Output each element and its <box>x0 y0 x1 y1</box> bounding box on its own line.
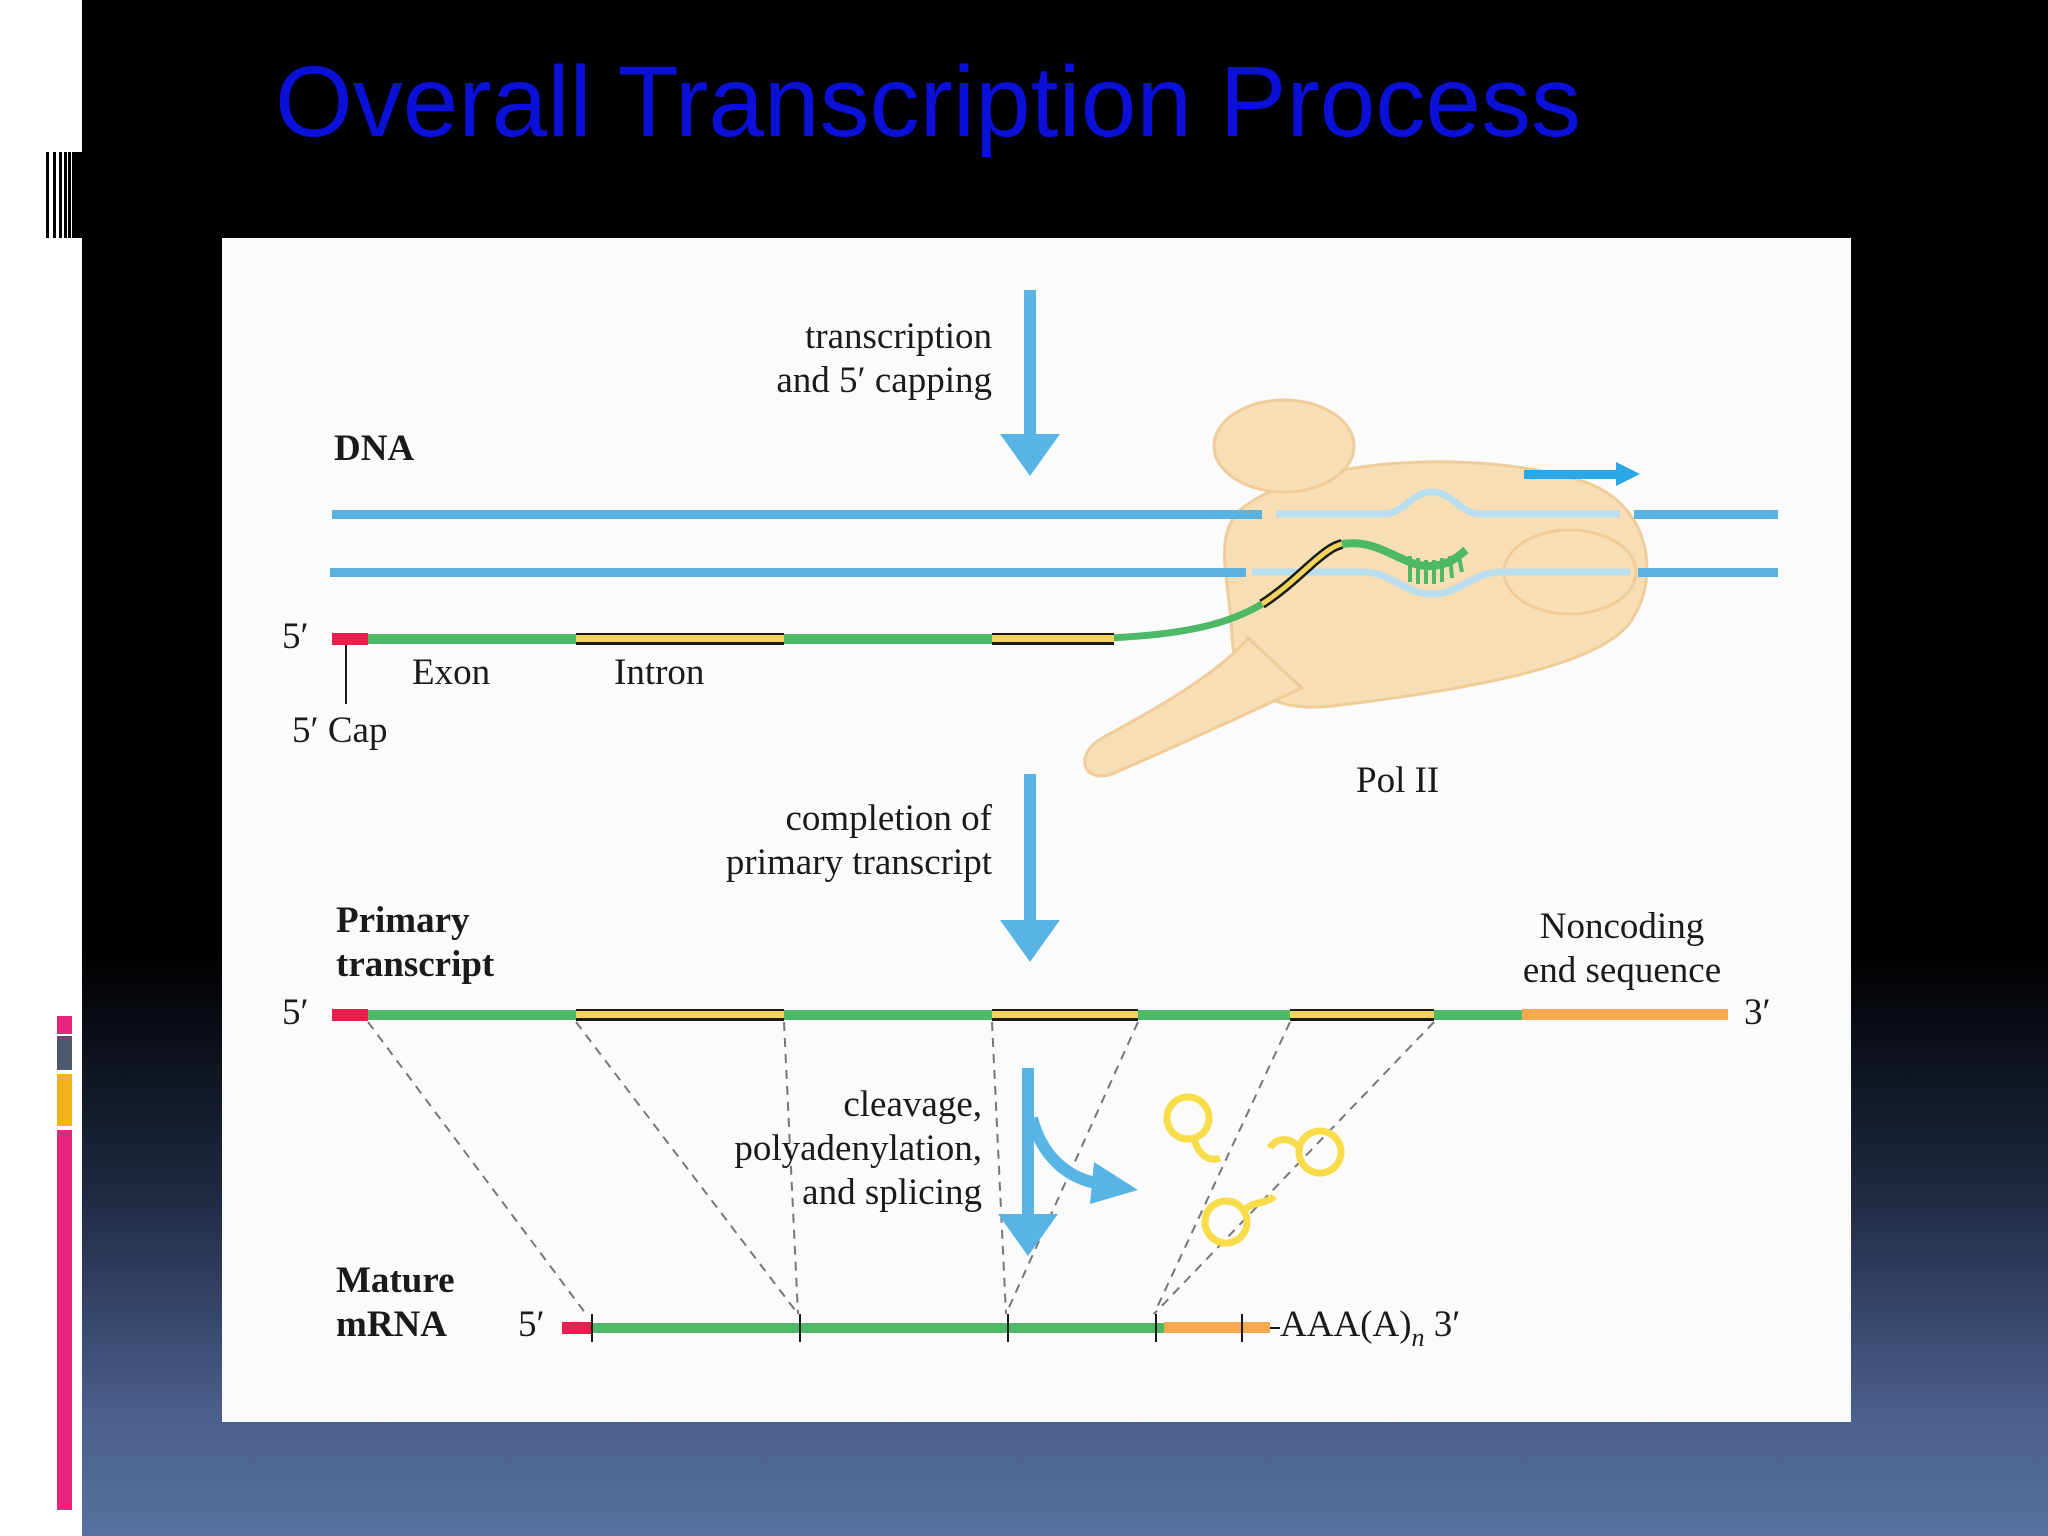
mature-label-line2: mRNA <box>336 1304 447 1345</box>
accent-bar-pink <box>57 1130 72 1510</box>
primary-transcript-bar <box>332 1009 1728 1021</box>
step3-label-line3: and splicing <box>802 1172 982 1213</box>
five-prime-primary: 5′ <box>282 992 309 1033</box>
nascent-rna <box>1109 539 1469 642</box>
slide-title: Overall Transcription Process <box>275 46 1582 158</box>
noncoding-label-line2: end sequence <box>1523 950 1721 991</box>
five-prime-top: 5′ <box>282 616 309 657</box>
direction-arrow <box>1524 462 1640 486</box>
step2-label-line1: completion of <box>785 798 992 839</box>
top-transcript <box>332 633 1114 704</box>
step2-label-line2: primary transcript <box>726 842 993 883</box>
decorative-lines <box>46 152 83 238</box>
five-prime-mature: 5′ <box>518 1304 545 1345</box>
step1-label-line1: transcription <box>805 316 992 357</box>
intron-label: Intron <box>614 652 704 693</box>
step1-label-line2: and 5′ capping <box>776 360 992 401</box>
poly-a-tail-label: AAA(A)n 3′ <box>1280 1304 1460 1352</box>
mature-label-line1: Mature <box>336 1260 455 1301</box>
primary-label-line1: Primary <box>336 900 470 941</box>
accent-bar-gold <box>57 1074 72 1126</box>
transcription-diagram: transcription and 5′ capping DNA <box>222 238 1851 1422</box>
excised-intron-lariats <box>1163 1093 1345 1247</box>
mature-mrna-bar <box>562 1314 1280 1342</box>
accent-bar-slate <box>57 1036 72 1070</box>
three-prime-primary: 3′ <box>1744 992 1771 1033</box>
pol-ii-polymerase <box>1083 398 1649 778</box>
step2-arrow <box>1000 774 1060 962</box>
step3-label-line2: polyadenylation, <box>734 1128 982 1169</box>
step3-label-line1: cleavage, <box>843 1084 982 1125</box>
step1-arrow <box>1000 290 1060 476</box>
dna-strands <box>330 488 1778 598</box>
noncoding-label-line1: Noncoding <box>1540 906 1704 947</box>
exon-label: Exon <box>412 652 490 693</box>
step3-arrow <box>998 1068 1138 1256</box>
cap-label: 5′ Cap <box>292 710 387 751</box>
primary-label-line2: transcript <box>336 944 495 985</box>
pol-ii-label: Pol II <box>1356 760 1439 801</box>
dna-label: DNA <box>334 428 414 469</box>
accent-bar-pink-top <box>57 1016 72 1034</box>
